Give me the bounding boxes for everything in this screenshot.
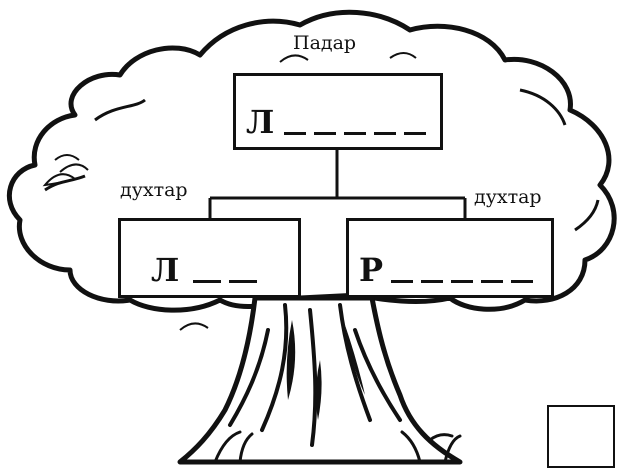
blank-line: [404, 132, 426, 135]
bark-details: [228, 303, 402, 447]
answer-square: [547, 405, 615, 468]
left-daughter-first-letter: Л: [151, 251, 180, 289]
blank-line: [511, 280, 533, 283]
crown-texture: [44, 88, 600, 232]
blank-line: [391, 280, 413, 283]
right-daughter-label: духтар: [472, 186, 544, 208]
blank-line: [344, 132, 366, 135]
blank-line: [451, 280, 473, 283]
connector-lines: [208, 149, 467, 219]
father-label: Падар: [291, 32, 359, 54]
left-daughter-name-box: Л: [118, 218, 301, 298]
right-daughter-name-box: Р: [346, 218, 554, 298]
blank-line: [284, 132, 306, 135]
bark-shading: [286, 320, 365, 420]
blank-line: [421, 280, 443, 283]
blank-line: [374, 132, 396, 135]
blank-line: [229, 280, 257, 283]
right-daughter-first-letter: Р: [359, 251, 384, 289]
grass: [213, 430, 462, 464]
blank-line: [193, 280, 221, 283]
blank-line: [481, 280, 503, 283]
left-daughter-label: духтар: [118, 179, 190, 201]
blank-line: [314, 132, 336, 135]
father-first-letter: Л: [246, 103, 275, 141]
leaf-tufts: [42, 52, 417, 331]
father-name-box: Л: [233, 73, 443, 150]
